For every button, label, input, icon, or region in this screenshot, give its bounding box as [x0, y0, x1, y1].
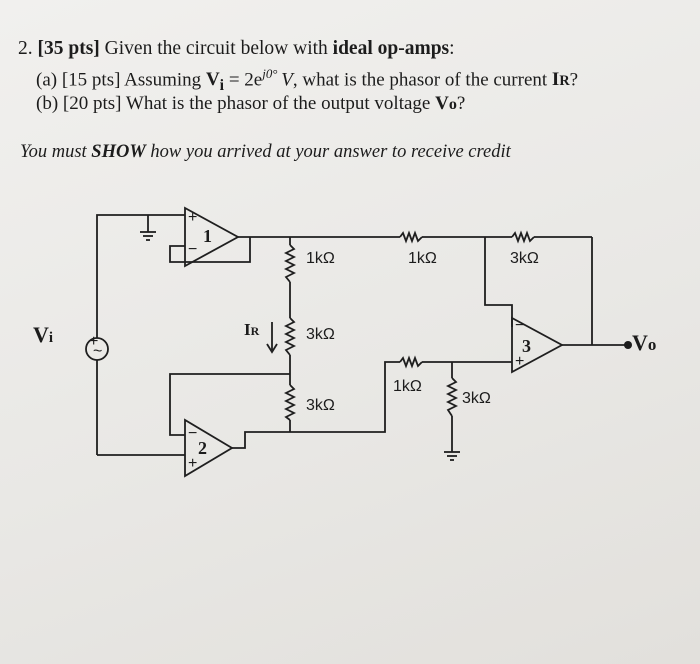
part-b-end: ?	[456, 93, 466, 114]
resistor-ir	[283, 317, 297, 356]
resistor-feedback	[511, 230, 535, 244]
opamps	[184, 206, 564, 478]
part-a-end: ?	[569, 69, 579, 91]
vi-label: Vi	[33, 322, 53, 347]
label-r-lower-horizontal: 1kΩ	[393, 378, 422, 395]
opamp-1-minus: −	[188, 241, 197, 258]
vi-symbol: Vi	[205, 69, 225, 95]
opamp-2-plus: +	[188, 455, 197, 472]
resistors	[283, 230, 535, 421]
opamp-2	[184, 418, 234, 478]
opamp-1-plus: +	[188, 209, 197, 226]
ir-arrow	[266, 322, 278, 354]
opamp-2-minus: −	[188, 425, 197, 442]
ir-symbol: IR	[551, 69, 570, 91]
instruction: You must SHOW how you arrived at your an…	[20, 142, 511, 162]
resistor-lower-horizontal	[399, 355, 423, 369]
vo-label: Vo	[632, 330, 656, 355]
part-a-exponent: j0°	[262, 66, 278, 81]
part-a-question: , what is the phasor of the current	[292, 69, 552, 91]
label-r-ir: 3kΩ	[306, 326, 335, 343]
opamp-1	[184, 206, 240, 268]
part-b-prefix: (b) [20 pts] What is the phasor of the o…	[36, 93, 436, 114]
resistor-top-horizontal	[399, 230, 423, 244]
output-node	[624, 341, 632, 349]
opamp-2-label: 2	[198, 438, 207, 458]
label-r-top-horizontal: 1kΩ	[408, 250, 437, 267]
ac-source	[85, 337, 109, 361]
resistor-mid-vertical	[283, 384, 297, 421]
title-text: Given the circuit below with	[99, 38, 333, 59]
resistor-top-vertical	[283, 244, 297, 283]
opamp-3	[511, 316, 564, 374]
opamp-3-minus: −	[515, 317, 524, 334]
label-r-feedback: 3kΩ	[510, 250, 539, 267]
label-r-mid-vertical: 3kΩ	[306, 397, 335, 414]
source-tilde: ~	[93, 343, 102, 360]
problem-title: 2. [35 pts] Given the circuit below with…	[18, 38, 455, 60]
title-colon: :	[449, 38, 455, 59]
ir-label: IR	[244, 320, 260, 339]
part-a-eq: = 2e	[224, 69, 263, 91]
grounds	[140, 231, 460, 461]
opamp-3-plus: +	[515, 353, 524, 370]
label-r-top-vertical: 1kΩ	[306, 250, 335, 267]
problem-number: 2.	[18, 38, 38, 59]
label-r-ground: 3kΩ	[462, 390, 491, 407]
part-a: (a) [15 pts] Assuming Vi = 2ej0° V, what…	[36, 66, 578, 95]
problem-points: [35 pts]	[37, 38, 100, 59]
part-a-unit: V	[281, 69, 293, 91]
title-bold: ideal op-amps	[332, 38, 450, 59]
instruction-show: SHOW	[91, 142, 146, 162]
resistor-ground	[445, 377, 459, 417]
opamp-1-label: 1	[203, 226, 212, 246]
opamp-3-label: 3	[522, 336, 531, 356]
source-plus: +	[89, 333, 98, 350]
vo-symbol: Vo	[435, 93, 457, 114]
circuit-wires	[96, 214, 628, 456]
part-a-prefix: (a) [15 pts] Assuming	[36, 69, 206, 91]
part-b: (b) [20 pts] What is the phasor of the o…	[36, 93, 465, 115]
